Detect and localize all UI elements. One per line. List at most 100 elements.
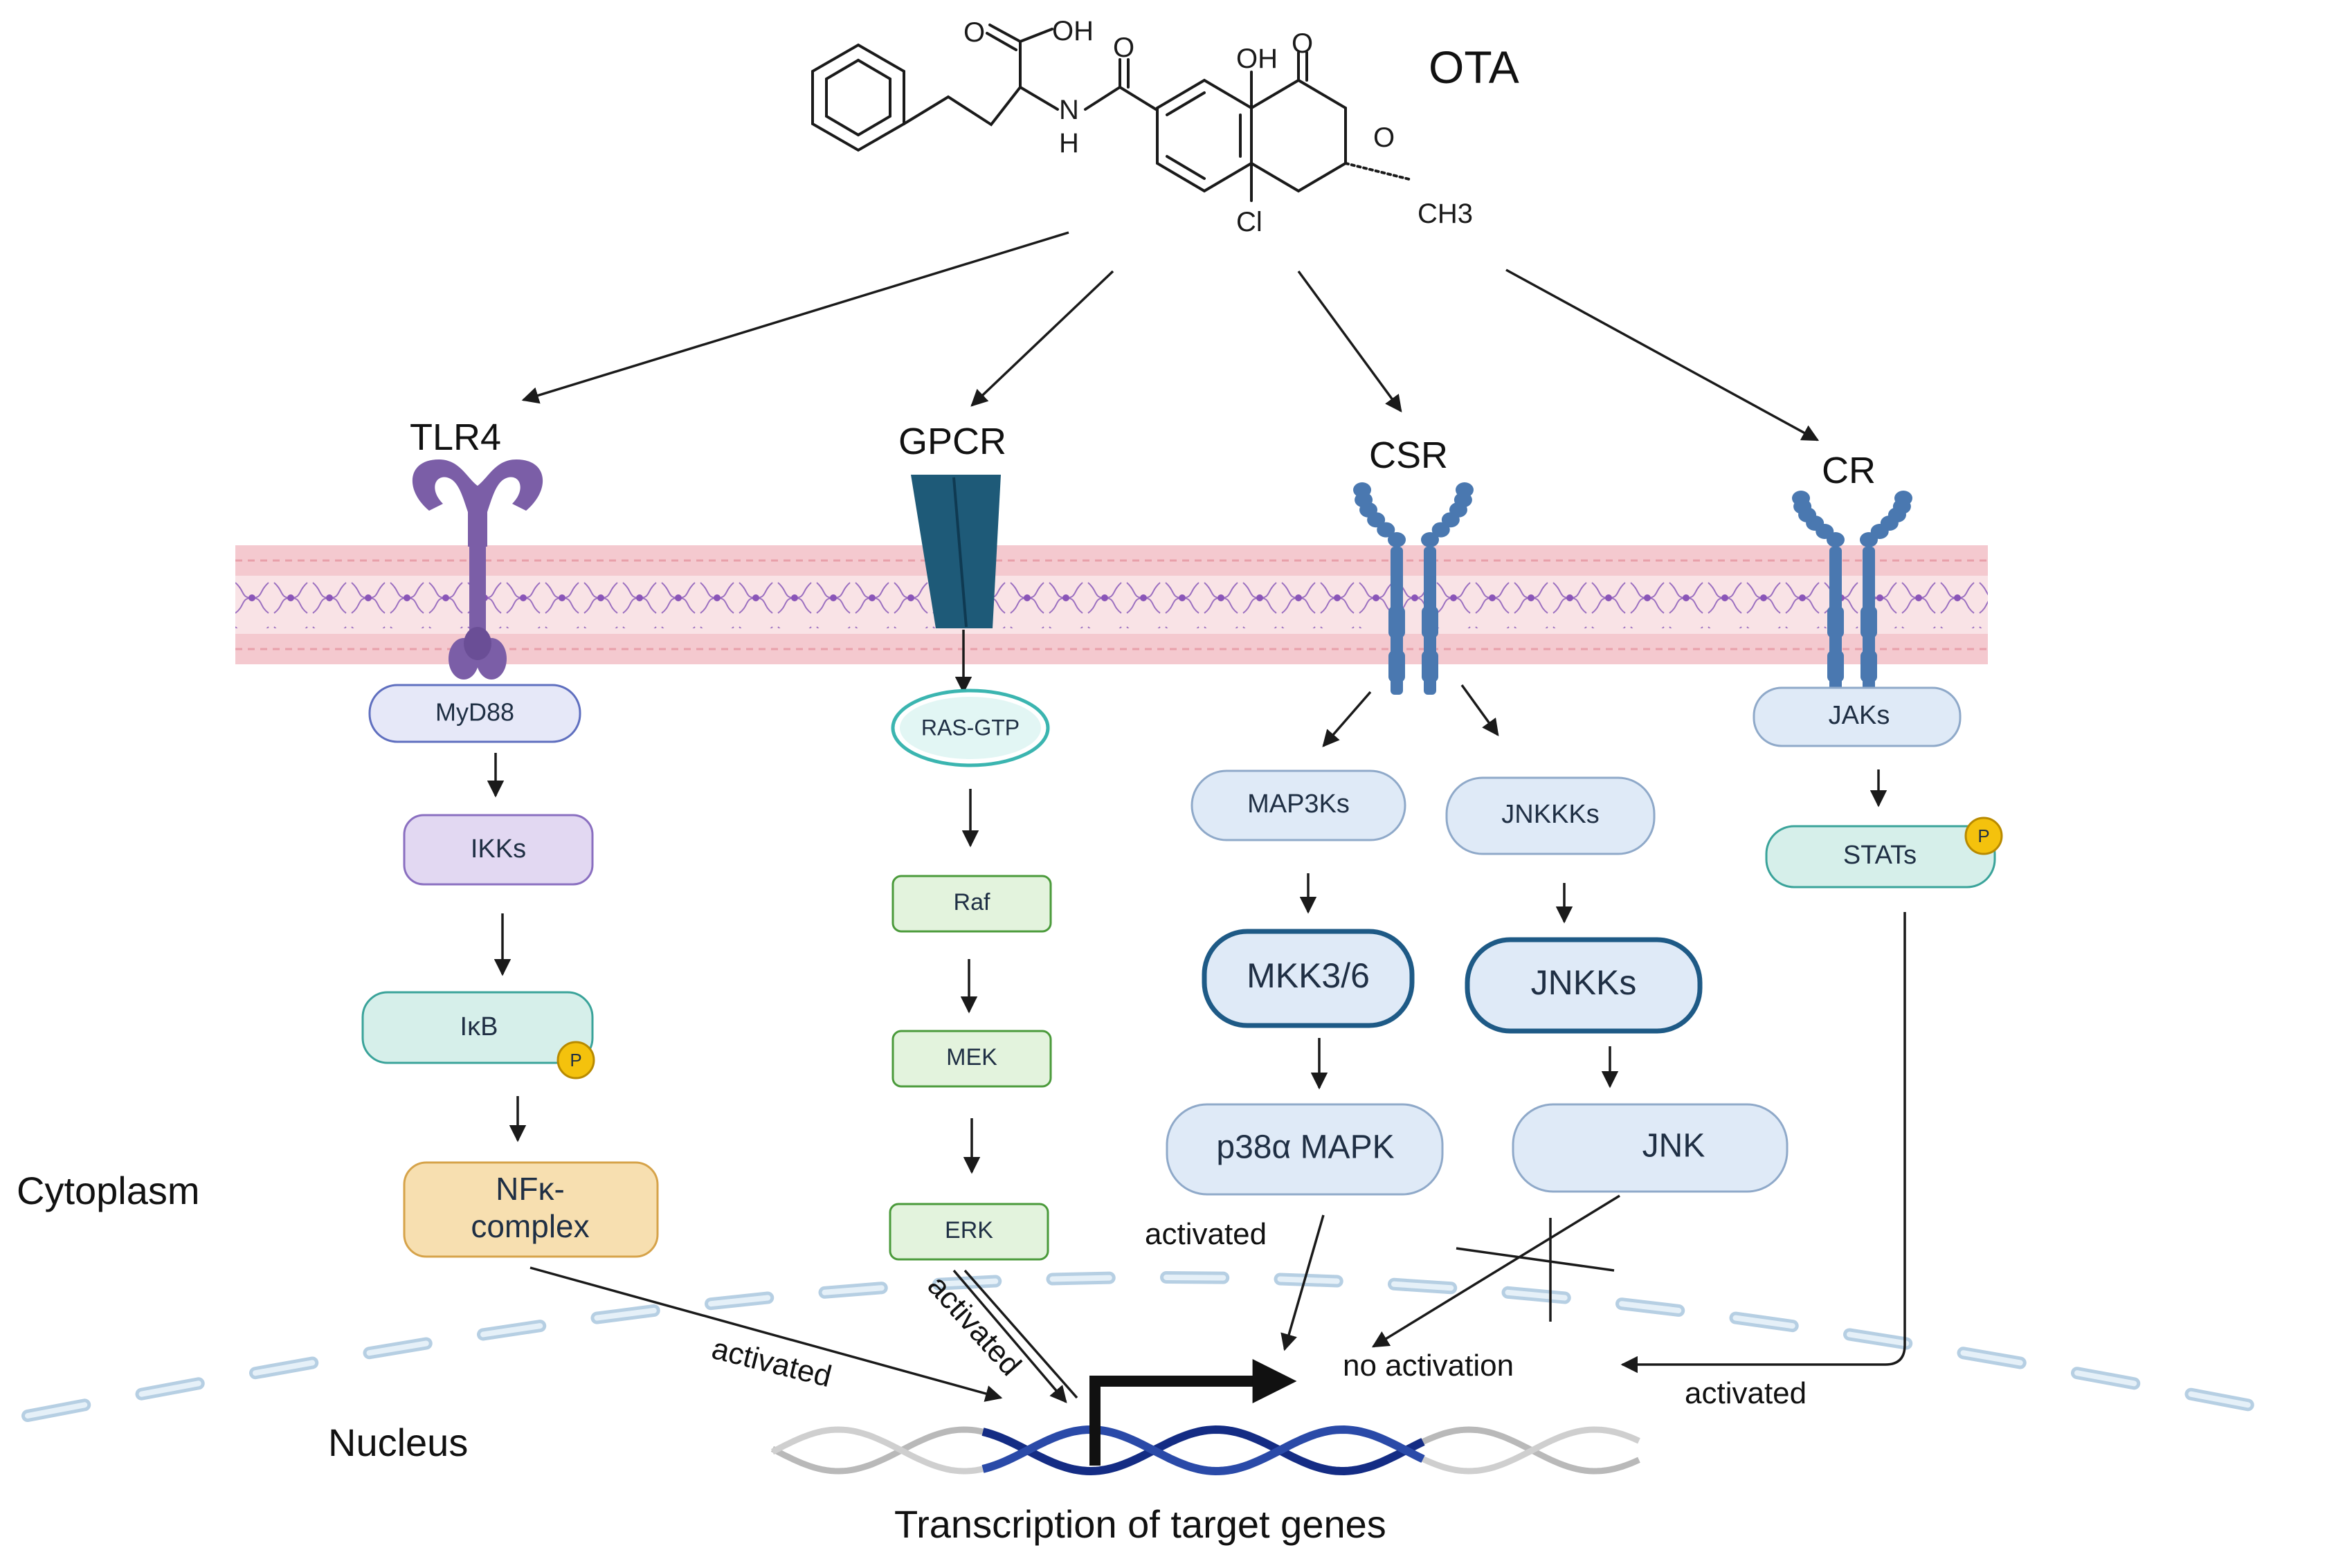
amide-ring-bond bbox=[1119, 86, 1157, 111]
node-jnkks bbox=[1465, 937, 1703, 1034]
receptor-domain bbox=[1422, 650, 1438, 682]
carboxyl-double-bond bbox=[988, 24, 1022, 43]
node-p38-mapk-label: p38α MAPK bbox=[1216, 1129, 1394, 1166]
membrane-lipid-core bbox=[235, 581, 1988, 628]
receptor-domain bbox=[1422, 606, 1438, 638]
envelope-segment-highlight bbox=[1391, 1281, 1454, 1291]
receptor-bead bbox=[1894, 491, 1912, 506]
footer-transcription: Transcription of target genes bbox=[894, 1502, 1386, 1546]
amide-oxygen-label: O bbox=[1113, 33, 1134, 63]
cell-membrane bbox=[235, 545, 1988, 664]
gpcr-pathway: RAS-GTP Raf MEK ERK bbox=[889, 689, 1052, 1261]
label-no-activation: no activation bbox=[1343, 1349, 1514, 1383]
envelope-segment-highlight bbox=[708, 1295, 771, 1307]
tlr4-receptor bbox=[412, 459, 543, 680]
tlr4-ectodomain bbox=[412, 459, 543, 547]
arrow-nfk-nucleus bbox=[529, 1266, 1003, 1402]
dna-strand bbox=[770, 1426, 990, 1475]
envelope-segment-highlight bbox=[1960, 1350, 2023, 1366]
node-erk-label: ERK bbox=[945, 1217, 993, 1243]
arrow-erk-nucleus-2 bbox=[963, 1269, 1078, 1399]
envelope-segment-highlight bbox=[594, 1307, 657, 1321]
phospho-badge-ikb-label: P bbox=[570, 1050, 581, 1070]
carboxyl-oh-label: OH bbox=[1052, 16, 1094, 46]
node-erk bbox=[889, 1203, 1049, 1261]
node-mek-label: MEK bbox=[946, 1044, 997, 1070]
label-activated-nfk: activated bbox=[709, 1331, 835, 1394]
receptor-bead bbox=[1455, 482, 1474, 498]
receptor-label-gpcr: GPCR bbox=[898, 421, 1006, 462]
aromatic-double-3 bbox=[1166, 155, 1206, 180]
receptor-bead bbox=[1421, 532, 1439, 547]
cr-receptor bbox=[1792, 491, 1912, 692]
phospho-badge-stats-label: P bbox=[1977, 826, 1989, 846]
arrow-ota-csr bbox=[1297, 270, 1402, 412]
carboxyl-oh-bond bbox=[1019, 28, 1053, 43]
arrow-p38-nucleus bbox=[1280, 1214, 1325, 1351]
label-activated-p38: activated bbox=[1145, 1217, 1267, 1251]
phospho-badge-ikb bbox=[556, 1041, 595, 1079]
dna-strand bbox=[1418, 1426, 1640, 1475]
arrow-csr-map3ks bbox=[1322, 691, 1372, 747]
node-jnk bbox=[1512, 1103, 1789, 1193]
node-mkk36-label: MKK3/6 bbox=[1247, 956, 1370, 995]
receptor-domain bbox=[1827, 606, 1844, 638]
node-stats bbox=[1765, 825, 1996, 888]
carboxyl-double-bond-2 bbox=[986, 32, 1017, 51]
envelope-segment-highlight bbox=[138, 1380, 201, 1397]
receptor-domain bbox=[1860, 650, 1877, 682]
node-ras-gtp-inner bbox=[900, 697, 1041, 759]
node-ikb-label: IκB bbox=[460, 1012, 498, 1041]
receptor-domain bbox=[1827, 650, 1844, 682]
envelope-segment-highlight bbox=[253, 1360, 316, 1376]
transcription-start-arrow bbox=[1089, 1359, 1297, 1466]
gpcr-helix-line bbox=[952, 477, 968, 628]
carboxyl-oxygen-label: O bbox=[963, 17, 985, 48]
methyl-hash-bond bbox=[1344, 162, 1413, 181]
node-myd88-label: MyD88 bbox=[435, 698, 514, 727]
node-myd88 bbox=[368, 684, 581, 743]
receptor-domain bbox=[1860, 606, 1877, 638]
amide-n-bond bbox=[1019, 86, 1059, 111]
receptor-domain bbox=[1388, 650, 1405, 682]
node-mkk36 bbox=[1202, 929, 1415, 1028]
receptor-bead bbox=[1353, 482, 1372, 498]
compartment-cytoplasm: Cytoplasm bbox=[17, 1169, 200, 1212]
receptor-bead bbox=[1792, 491, 1811, 506]
node-raf-label: Raf bbox=[954, 889, 990, 915]
amide-h-label: H bbox=[1059, 128, 1079, 158]
envelope-segment-highlight bbox=[1049, 1275, 1112, 1282]
node-jnkkks-label: JNKKKs bbox=[1501, 800, 1599, 829]
node-map3ks bbox=[1190, 769, 1406, 841]
gpcr-receptor bbox=[911, 475, 1001, 694]
node-ikks bbox=[403, 814, 594, 886]
node-map3ks-label: MAP3Ks bbox=[1247, 790, 1350, 819]
amide-c-bond bbox=[1084, 86, 1121, 111]
node-ras-gtp-label: RAS-GTP bbox=[921, 715, 1020, 740]
envelope-segment-highlight bbox=[1164, 1275, 1226, 1281]
envelope-segment-highlight bbox=[2188, 1391, 2251, 1408]
chlorine-label: Cl bbox=[1236, 207, 1262, 237]
label-activated-stat: activated bbox=[1685, 1376, 1807, 1410]
methyl-label: CH3 bbox=[1418, 199, 1473, 229]
node-jnk-label: JNK bbox=[1642, 1128, 1705, 1165]
csr-receptor bbox=[1353, 482, 1474, 695]
node-raf bbox=[891, 875, 1052, 933]
node-p38-mapk bbox=[1166, 1103, 1444, 1196]
envelope-segment-highlight bbox=[480, 1323, 543, 1338]
tlr4-tir-domain-center bbox=[464, 627, 491, 660]
amide-n-label: N bbox=[1059, 95, 1079, 125]
node-jaks bbox=[1753, 686, 1962, 747]
arrow-erk-nucleus bbox=[952, 1269, 1067, 1403]
arrow-ota-cr bbox=[1505, 268, 1820, 441]
compartment-nucleus: Nucleus bbox=[328, 1421, 468, 1464]
gpcr-body bbox=[911, 475, 1001, 628]
aromatic-double-1 bbox=[1166, 91, 1206, 116]
phospho-badge-stats bbox=[1964, 817, 2003, 855]
envelope-segment-highlight bbox=[366, 1340, 429, 1356]
arrow-ota-gpcr bbox=[970, 270, 1114, 407]
phenylalanine-chain bbox=[903, 86, 1022, 127]
node-nfk-line2: complex bbox=[471, 1208, 589, 1244]
